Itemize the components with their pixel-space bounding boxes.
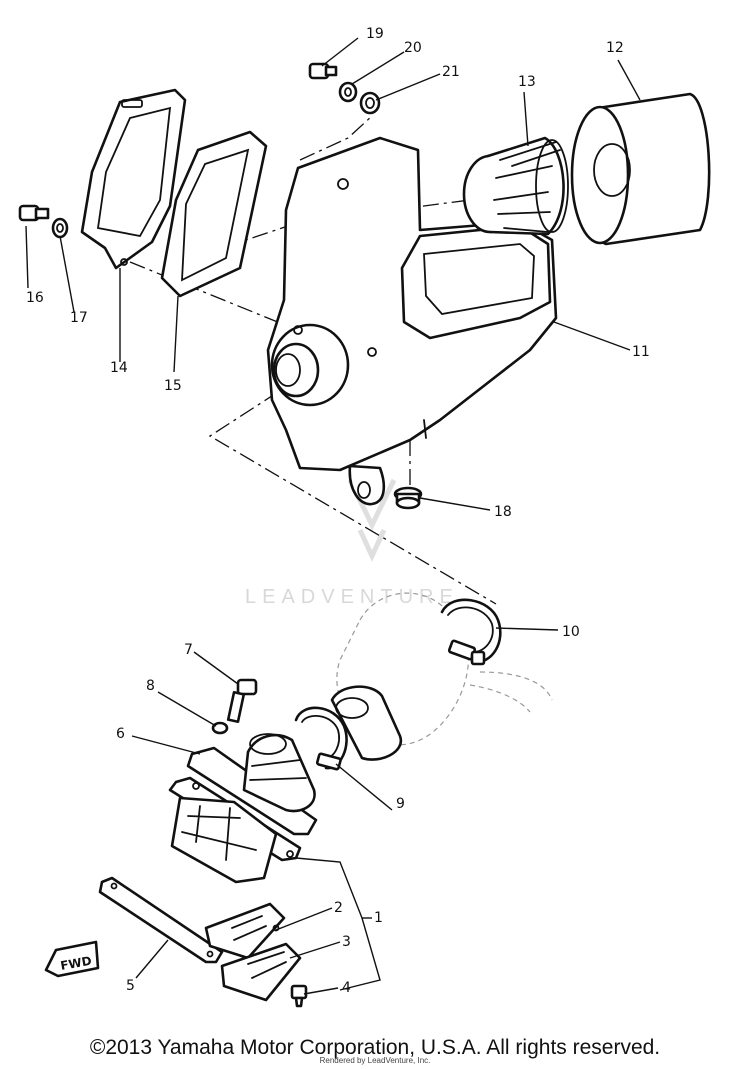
callout-13: 13 [518,74,536,90]
part-10-hose-clamp[interactable] [440,598,502,666]
callout-12: 12 [606,40,624,56]
part-5-gasket[interactable] [98,876,224,964]
part-7-bolt[interactable] [226,678,258,724]
part-13-element-guide[interactable] [462,136,569,236]
part-11-air-cleaner-case[interactable] [266,136,558,506]
callout-5: 5 [126,978,135,994]
callout-19: 19 [366,26,384,42]
callout-15: 15 [164,378,182,394]
copyright-notice: ©2013 Yamaha Motor Corporation, U.S.A. A… [89,1036,661,1059]
part-20-washer[interactable] [338,81,358,103]
callout-8: 8 [146,678,155,694]
part-1-reed-valve-assembly[interactable] [168,776,302,884]
part-6-carburetor-joint[interactable] [186,733,318,836]
fwd-arrow-icon: FWD [44,940,100,978]
callout-2: 2 [334,900,343,916]
part-14-air-cleaner-cover[interactable] [80,88,187,270]
part-21-washer[interactable] [359,91,381,115]
callout-3: 3 [342,934,351,950]
callout-16: 16 [26,290,44,306]
callout-11: 11 [632,344,650,360]
leader-lines [25,37,641,995]
callout-6: 6 [116,726,125,742]
watermark-text: LEADVENTURE [245,586,459,608]
part-12-air-filter-element[interactable] [570,92,711,246]
callout-17: 17 [70,310,88,326]
callout-7: 7 [184,642,193,658]
part-15-gasket[interactable] [160,130,268,298]
part-16-screw[interactable] [18,204,50,222]
callout-9: 9 [396,796,405,812]
callout-4: 4 [342,980,351,996]
leadventure-watermark: LEADVENTURE [245,478,459,608]
part-4-screw[interactable] [290,984,308,1008]
part-18-drain-cap[interactable] [393,486,423,510]
fwd-label: FWD [59,954,92,973]
part-19-bolt[interactable] [308,62,338,80]
callout-1: 1 [374,910,383,926]
part-8-washer[interactable] [211,721,229,735]
part-3-reed-stopper[interactable] [220,942,302,1002]
callout-20: 20 [404,40,422,56]
part-9-clamp[interactable] [294,706,348,771]
part-2-reed-petal[interactable] [204,902,286,960]
callout-10: 10 [562,624,580,640]
callout-14: 14 [110,360,128,376]
callout-numbers: 19 20 21 12 13 11 18 10 16 17 14 15 7 8 … [26,26,650,996]
callout-18: 18 [494,504,512,520]
part-17-washer[interactable] [51,217,69,239]
rendered-by-credit: Rendered by LeadVenture, Inc. [319,1056,431,1065]
intake-joint [330,685,403,761]
callout-21: 21 [442,64,460,80]
